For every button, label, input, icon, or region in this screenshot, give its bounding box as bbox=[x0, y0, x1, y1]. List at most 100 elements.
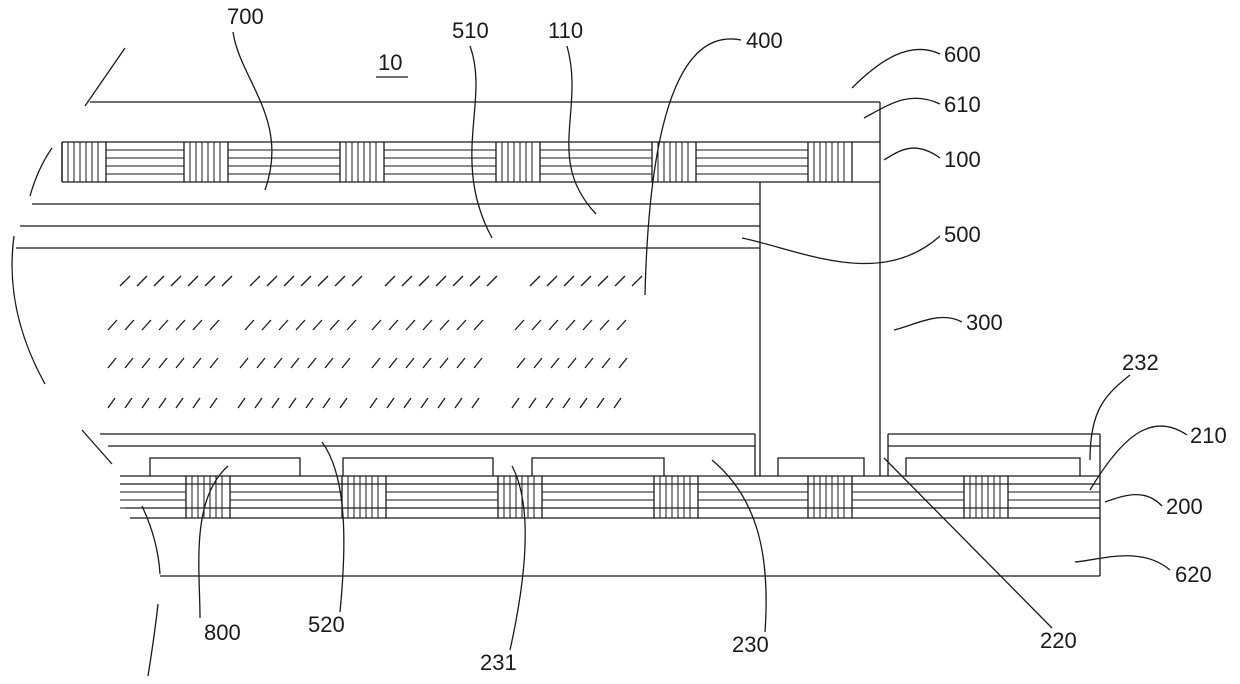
lc-molecule bbox=[617, 320, 626, 330]
break-arc-upper bbox=[30, 148, 52, 196]
lc-molecule bbox=[210, 320, 219, 330]
label-510: 510 bbox=[452, 18, 489, 43]
lc-molecule bbox=[406, 320, 415, 330]
lc-molecule bbox=[474, 320, 483, 330]
label-800: 800 bbox=[204, 620, 241, 645]
lc-molecule bbox=[563, 398, 570, 408]
lc-molecule bbox=[515, 320, 524, 330]
leader-620 bbox=[1075, 556, 1170, 570]
lc-molecule bbox=[423, 358, 431, 368]
lc-molecule bbox=[318, 276, 328, 286]
lc-molecule bbox=[193, 320, 202, 330]
break-mark-lower bbox=[82, 430, 112, 464]
lc-molecule bbox=[257, 358, 265, 368]
lc-molecule bbox=[453, 276, 463, 286]
liquid-crystal-molecules bbox=[108, 276, 642, 408]
lc-molecule bbox=[580, 398, 587, 408]
lc-molecule bbox=[568, 358, 576, 368]
pad-5 bbox=[906, 458, 1080, 476]
leader-800 bbox=[199, 466, 228, 618]
lc-molecule bbox=[272, 398, 279, 408]
lc-molecule bbox=[581, 276, 591, 286]
lc-molecule bbox=[245, 320, 254, 330]
lc-molecule bbox=[125, 358, 133, 368]
lc-molecule bbox=[262, 320, 271, 330]
lc-molecule bbox=[255, 398, 262, 408]
leader-600 bbox=[852, 49, 940, 88]
lc-molecule bbox=[210, 358, 218, 368]
lc-molecule bbox=[440, 320, 449, 330]
lc-molecule bbox=[301, 276, 311, 286]
leader-100 bbox=[884, 148, 940, 160]
label-100: 100 bbox=[944, 147, 981, 172]
lc-molecule bbox=[238, 398, 245, 408]
lc-molecule bbox=[142, 320, 151, 330]
lc-molecule bbox=[291, 358, 299, 368]
lc-molecule bbox=[279, 320, 288, 330]
lc-molecule bbox=[267, 276, 277, 286]
lc-molecule bbox=[372, 320, 381, 330]
lc-molecule bbox=[487, 276, 497, 286]
lc-molecule bbox=[438, 398, 445, 408]
lc-molecule bbox=[566, 320, 575, 330]
lc-molecule bbox=[108, 358, 116, 368]
label-400: 400 bbox=[746, 28, 783, 53]
leader-200 bbox=[1105, 495, 1162, 506]
lc-molecule bbox=[372, 358, 380, 368]
hatch-patterns bbox=[62, 142, 1100, 518]
lc-molecule bbox=[389, 320, 398, 330]
lc-molecule bbox=[472, 398, 479, 408]
lc-molecule bbox=[176, 320, 185, 330]
label-300: 300 bbox=[966, 310, 1003, 335]
lc-molecule bbox=[532, 320, 541, 330]
lc-molecule bbox=[340, 398, 347, 408]
lc-molecule bbox=[193, 398, 200, 408]
lc-molecule bbox=[547, 276, 557, 286]
lc-molecule bbox=[597, 398, 604, 408]
lc-molecule bbox=[325, 358, 333, 368]
lc-molecule bbox=[457, 320, 466, 330]
lc-molecule bbox=[598, 276, 608, 286]
lc-molecule bbox=[385, 276, 395, 286]
leader-300 bbox=[894, 317, 962, 330]
label-620: 620 bbox=[1175, 562, 1212, 587]
label-110: 110 bbox=[548, 18, 583, 43]
lc-molecule bbox=[602, 358, 610, 368]
lc-molecule bbox=[188, 276, 198, 286]
lc-molecule bbox=[108, 320, 117, 330]
lc-molecule bbox=[470, 276, 480, 286]
pad-1 bbox=[150, 458, 300, 476]
lc-molecule bbox=[210, 398, 217, 408]
label-220: 220 bbox=[1040, 628, 1077, 653]
lc-molecule bbox=[455, 398, 462, 408]
lc-molecule bbox=[517, 358, 525, 368]
pad-4 bbox=[778, 458, 864, 476]
lc-molecule bbox=[404, 398, 411, 408]
lc-molecule bbox=[108, 398, 115, 408]
lc-molecule bbox=[619, 358, 627, 368]
panel-label: 10 bbox=[378, 50, 402, 75]
pad-3 bbox=[532, 458, 664, 476]
lc-molecule bbox=[137, 276, 147, 286]
lc-molecule bbox=[159, 398, 166, 408]
label-232: 232 bbox=[1122, 350, 1159, 375]
lc-molecule bbox=[440, 358, 448, 368]
leader-210 bbox=[1090, 426, 1187, 490]
lc-molecule bbox=[289, 398, 296, 408]
leader-610 bbox=[864, 98, 940, 118]
lc-molecule bbox=[370, 398, 377, 408]
lc-molecule bbox=[474, 358, 482, 368]
lc-molecule bbox=[342, 358, 350, 368]
lc-molecule bbox=[284, 276, 294, 286]
lc-molecule bbox=[159, 358, 167, 368]
lc-molecule bbox=[323, 398, 330, 408]
lc-molecule bbox=[159, 320, 168, 330]
lc-molecule bbox=[205, 276, 215, 286]
lc-molecule bbox=[387, 398, 394, 408]
lc-molecule bbox=[421, 398, 428, 408]
label-500: 500 bbox=[944, 222, 981, 247]
lc-molecule bbox=[306, 398, 313, 408]
label-230: 230 bbox=[732, 632, 769, 657]
lc-molecule bbox=[250, 276, 260, 286]
